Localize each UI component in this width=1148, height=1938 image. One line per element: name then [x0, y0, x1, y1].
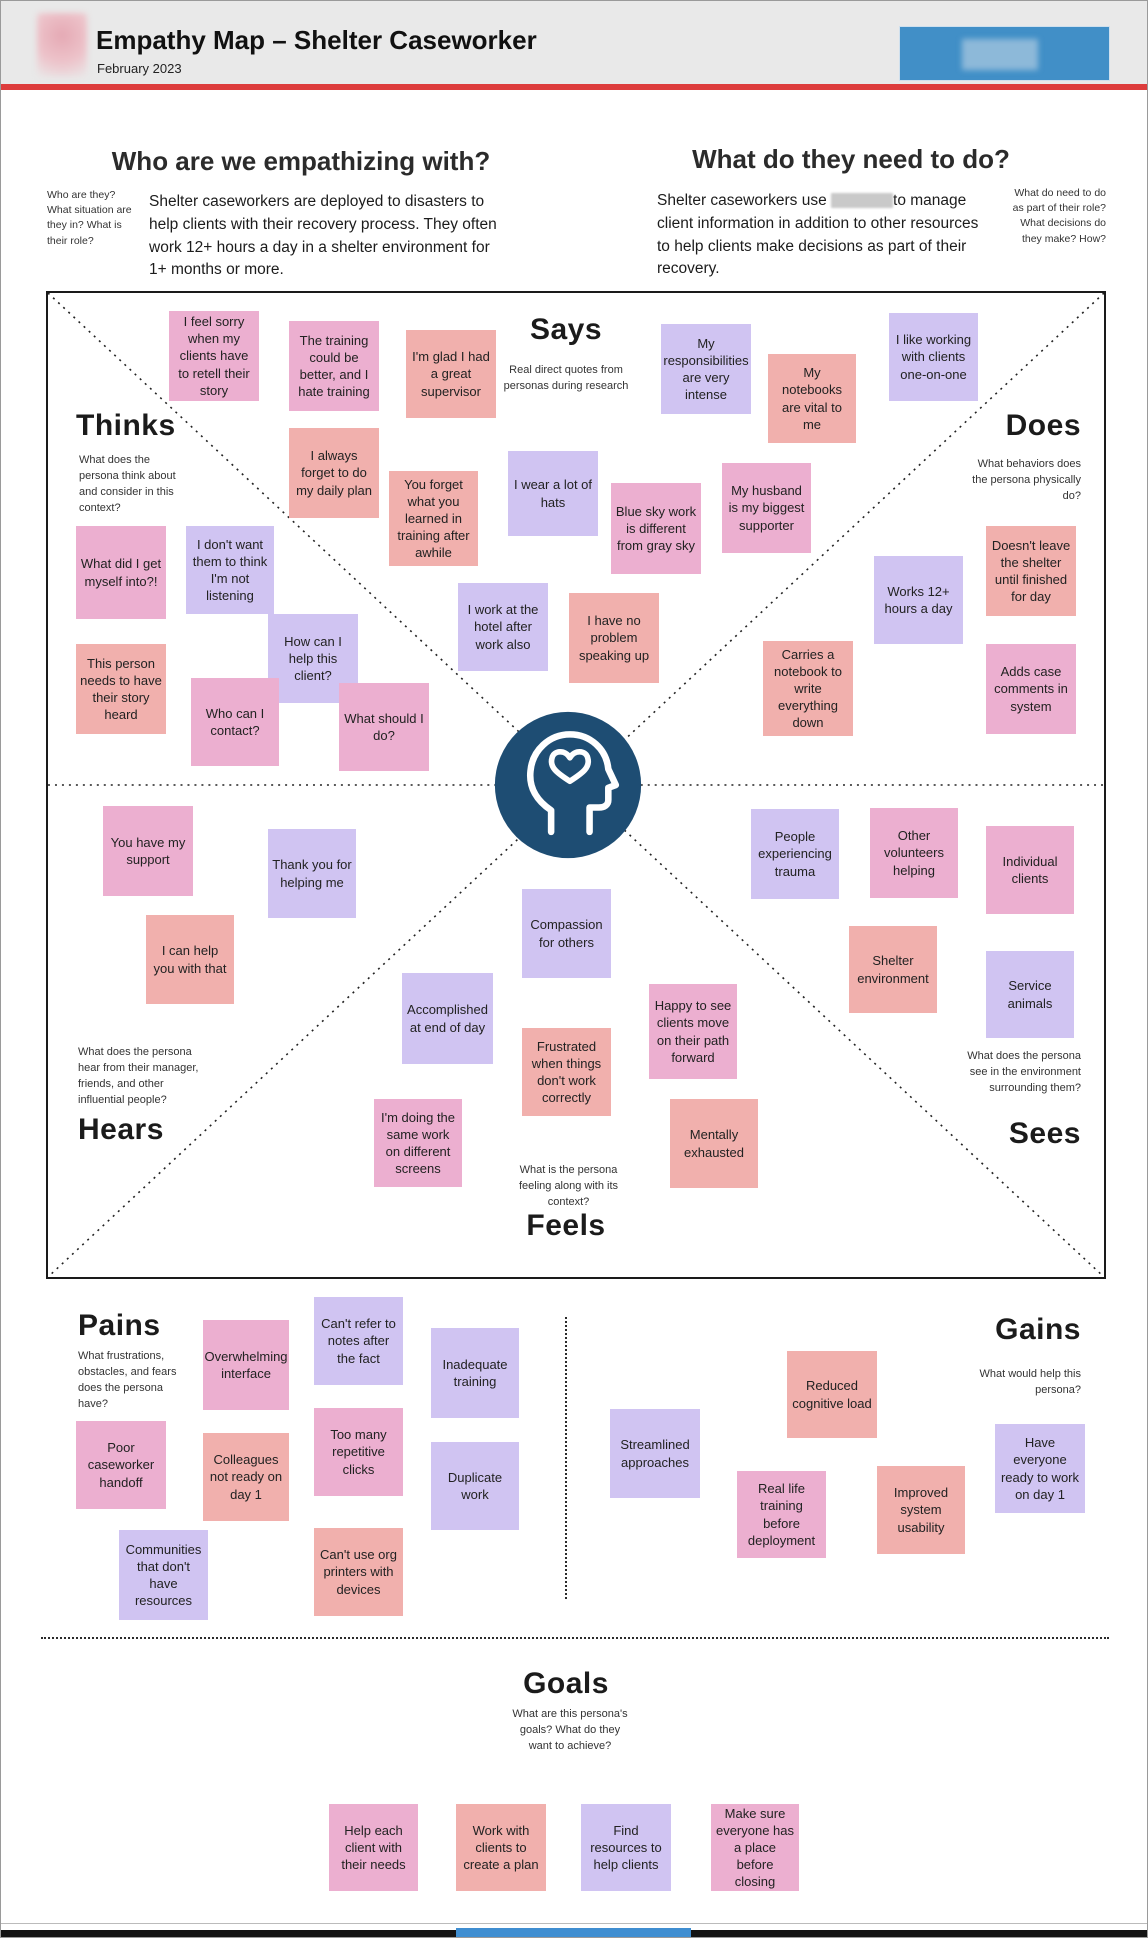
label-desc-feels: What is the persona feeling along with i… — [518, 1164, 619, 1208]
sticky-note[interactable]: Have everyone ready to work on day 1 — [995, 1424, 1085, 1513]
need-body: Shelter caseworkers use to manage client… — [657, 190, 989, 281]
sticky-note[interactable]: Thank you for helping me — [268, 829, 356, 918]
sticky-note[interactable]: My notebooks are vital to me — [768, 354, 856, 443]
sticky-note[interactable]: Individual clients — [986, 826, 1074, 914]
sticky-note[interactable]: Service animals — [986, 951, 1074, 1038]
pains-gains-divider — [565, 1317, 567, 1599]
need-body-before: Shelter caseworkers use — [657, 192, 832, 209]
sticky-note[interactable]: Other volunteers helping — [870, 808, 958, 898]
sticky-note[interactable]: Compassion for others — [522, 889, 611, 978]
logo — [37, 13, 87, 77]
label-pains: Pains — [78, 1309, 161, 1342]
label-thinks: Thinks — [76, 409, 176, 442]
sticky-note[interactable]: Help each client with their needs — [329, 1804, 418, 1891]
who-side-note: Who are they? What situation are they in… — [47, 189, 132, 247]
footer-line — [1, 1923, 1147, 1924]
sticky-note[interactable]: Real life training before deployment — [737, 1471, 826, 1558]
sticky-note[interactable]: Improved system usability — [877, 1466, 965, 1554]
sticky-note[interactable]: Reduced cognitive load — [787, 1351, 877, 1438]
label-desc-says: Real direct quotes from personas during … — [503, 364, 629, 392]
sticky-note[interactable]: Duplicate work — [431, 1442, 519, 1530]
sticky-note[interactable]: Carries a notebook to write everything d… — [763, 641, 853, 736]
sticky-note[interactable]: Communities that don't have resources — [119, 1530, 208, 1620]
need-body-after: to manage client information in addition… — [657, 192, 979, 278]
label-desc-hears: What does the persona hear from their ma… — [78, 1046, 199, 1106]
sticky-note[interactable]: You have my support — [103, 806, 193, 896]
empathy-head-heart-icon — [494, 711, 642, 859]
label-feels: Feels — [526, 1209, 606, 1242]
who-heading: Who are we empathizing with? — [111, 146, 491, 176]
need-side-note: What do need to do as part of their role… — [1012, 187, 1106, 245]
sticky-note[interactable]: Work with clients to create a plan — [456, 1804, 546, 1891]
label-gains: Gains — [995, 1313, 1081, 1346]
sticky-note[interactable]: Accomplished at end of day — [402, 973, 493, 1064]
label-desc-gains: What would help this persona? — [979, 1368, 1082, 1396]
label-desc-thinks: What does the persona think about and co… — [79, 454, 176, 514]
sticky-note[interactable]: What did I get myself into?! — [76, 526, 166, 619]
sticky-note[interactable]: Happy to see clients move on their path … — [649, 984, 737, 1079]
page-title: Empathy Map – Shelter Caseworker — [96, 25, 537, 55]
sticky-note[interactable]: Blue sky work is different from gray sky — [611, 483, 701, 574]
label-says: Says — [529, 313, 603, 346]
page-date: February 2023 — [97, 61, 182, 76]
sticky-note[interactable]: You forget what you learned in training … — [389, 471, 478, 566]
sticky-note[interactable]: My responsibilities are very intense — [661, 324, 751, 414]
sticky-note[interactable]: Streamlined approaches — [610, 1409, 700, 1498]
sticky-note[interactable]: I can help you with that — [146, 915, 234, 1004]
header-action-button[interactable] — [899, 26, 1110, 81]
sticky-note[interactable]: Shelter environment — [849, 926, 937, 1013]
header-action-button-label-blur — [962, 39, 1038, 70]
sticky-note[interactable]: The training could be better, and I hate… — [289, 321, 379, 411]
who-body: Shelter caseworkers are deployed to disa… — [149, 193, 497, 279]
sticky-note[interactable]: I have no problem speaking up — [569, 593, 659, 683]
sticky-note[interactable]: I work at the hotel after work also — [458, 583, 548, 671]
label-desc-goals: What are this persona's goals? What do t… — [512, 1708, 628, 1752]
label-sees: Sees — [1008, 1117, 1081, 1150]
sticky-note[interactable]: Can't refer to notes after the fact — [314, 1297, 403, 1385]
sticky-note[interactable]: Too many repetitive clicks — [314, 1408, 403, 1496]
sticky-note[interactable]: Colleagues not ready on day 1 — [203, 1433, 289, 1521]
sticky-note[interactable]: Find resources to help clients — [581, 1804, 671, 1891]
label-goals: Goals — [523, 1667, 609, 1700]
sticky-note[interactable]: Inadequate training — [431, 1328, 519, 1418]
sticky-note[interactable]: Doesn't leave the shelter until finished… — [986, 526, 1076, 616]
sticky-note[interactable]: Poor caseworker handoff — [76, 1421, 166, 1509]
label-desc-sees: What does the persona see in the environ… — [967, 1050, 1081, 1094]
sticky-note[interactable]: Can't use org printers with devices — [314, 1528, 403, 1616]
label-hears: Hears — [78, 1113, 164, 1146]
sticky-note[interactable]: I wear a lot of hats — [508, 451, 598, 536]
sticky-note[interactable]: Who can I contact? — [191, 678, 279, 766]
sticky-note[interactable]: People experiencing trauma — [751, 809, 839, 899]
header-accent-bar — [1, 84, 1147, 90]
sticky-note[interactable]: I feel sorry when my clients have to ret… — [169, 311, 259, 401]
sticky-note[interactable]: I like working with clients one-on-one — [889, 313, 978, 401]
label-desc-does: What behaviors does the persona physical… — [972, 458, 1081, 502]
sticky-note[interactable]: I'm doing the same work on different scr… — [374, 1099, 462, 1187]
need-heading: What do they need to do? — [692, 144, 1010, 174]
sticky-note[interactable]: Adds case comments in system — [986, 644, 1076, 734]
sticky-note[interactable]: Works 12+ hours a day — [874, 556, 963, 644]
goals-divider — [41, 1637, 1109, 1639]
sticky-note[interactable]: Overwhelming interface — [203, 1320, 289, 1410]
empathy-map-frame — [46, 291, 1106, 1279]
redacted-text — [831, 193, 894, 209]
sticky-note[interactable]: I always forget to do my daily plan — [289, 428, 379, 518]
sticky-note[interactable]: I'm glad I had a great supervisor — [406, 330, 496, 418]
sticky-note[interactable]: This person needs to have their story he… — [76, 644, 166, 734]
label-desc-pains: What frustrations, obstacles, and fears … — [78, 1350, 177, 1410]
header-bar: Empathy Map – Shelter Caseworker Februar… — [1, 1, 1147, 84]
sticky-note[interactable]: I don't want them to think I'm not liste… — [186, 526, 274, 614]
sticky-note[interactable]: Frustrated when things don't work correc… — [522, 1028, 611, 1116]
sticky-note[interactable]: Mentally exhausted — [670, 1099, 758, 1188]
quadrant-divider-lines — [48, 293, 1104, 1277]
label-does: Does — [1005, 409, 1081, 442]
footer-blue-blur — [456, 1928, 691, 1937]
sticky-note[interactable]: Make sure everyone has a place before cl… — [711, 1804, 799, 1891]
sticky-note[interactable]: My husband is my biggest supporter — [722, 463, 811, 553]
sticky-note[interactable]: What should I do? — [339, 683, 429, 771]
